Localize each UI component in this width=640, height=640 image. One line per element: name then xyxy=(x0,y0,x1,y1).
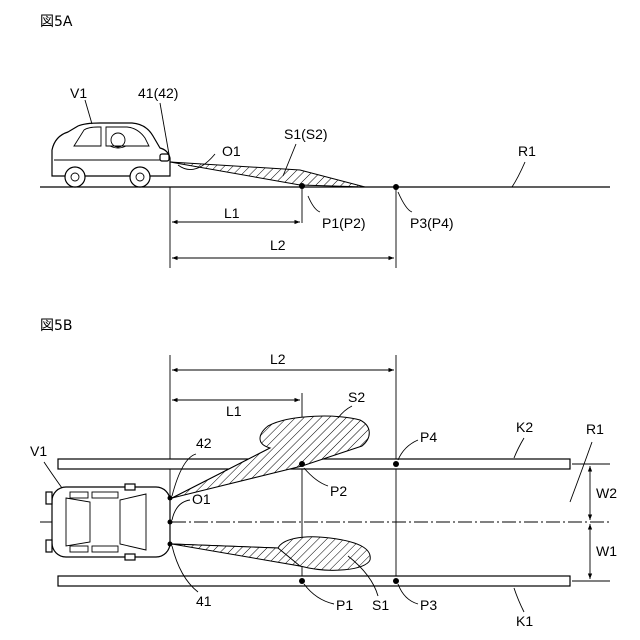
point-p4-leader xyxy=(398,440,418,460)
lane-line-upper-leader xyxy=(514,438,524,458)
road-label: R1 xyxy=(518,143,536,159)
point-far-label: P3(P4) xyxy=(410,215,454,231)
origin-label: O1 xyxy=(222,143,241,159)
sensor-right-label: 41 xyxy=(196,593,212,609)
vehicle-label: V1 xyxy=(70,85,87,101)
point-p3-marker xyxy=(393,578,399,584)
point-p1-label: P1 xyxy=(336,597,353,613)
detection-region-side xyxy=(170,162,365,187)
point-p4-label: P4 xyxy=(420,429,437,445)
figure-5b: 図5B L2 L1 xyxy=(30,318,617,629)
point-p2-leader xyxy=(304,468,328,486)
point-p3-label: P3 xyxy=(420,597,437,613)
mirror-left xyxy=(125,484,135,490)
vehicle-side-icon xyxy=(52,123,170,187)
sensor-left-marker xyxy=(168,496,173,501)
road-leader xyxy=(512,162,525,187)
figure-5b-title: 図5B xyxy=(40,318,73,334)
origin-label-b: O1 xyxy=(192,491,211,507)
point-p2-label: P2 xyxy=(330,483,347,499)
width-upper-label: W2 xyxy=(596,485,617,501)
point-far-leader xyxy=(398,192,412,212)
figure-5a: 図5A V1 41(42) O1 S1(S2) R1 xyxy=(40,14,610,268)
point-p2-marker xyxy=(299,461,305,467)
vehicle-leader xyxy=(85,100,92,124)
point-near-leader xyxy=(308,196,320,212)
dist-1-label: L1 xyxy=(224,205,240,221)
vehicle-label-b: V1 xyxy=(30,443,47,459)
figure-5a-title: 図5A xyxy=(40,14,73,30)
region-lower-label: S1 xyxy=(372,597,389,613)
region-label: S1(S2) xyxy=(284,126,328,142)
tail-left xyxy=(46,492,52,504)
dist-1-label-b: L1 xyxy=(226,403,242,419)
point-p1-leader xyxy=(304,584,334,604)
point-p1-marker xyxy=(299,578,305,584)
sensor-right-marker xyxy=(168,542,173,547)
dist-2-label: L2 xyxy=(270,237,286,253)
dist-2-label-b: L2 xyxy=(270,351,286,367)
lane-line-upper-label: K2 xyxy=(516,419,533,435)
lane-line-lower-leader xyxy=(514,588,524,612)
sensor-left-label: 42 xyxy=(196,435,212,451)
origin-marker xyxy=(168,520,173,525)
road-leader-b xyxy=(570,442,592,502)
lane-line-lower-label: K1 xyxy=(516,613,533,629)
road-label-b: R1 xyxy=(586,421,604,437)
point-p3-leader xyxy=(398,584,418,604)
point-p4-marker xyxy=(393,461,399,467)
mirror-right xyxy=(125,554,135,560)
origin-leader-b xyxy=(172,500,190,520)
vehicle-top-icon xyxy=(46,484,170,560)
lane-line-lower xyxy=(58,576,570,586)
width-lower-label: W1 xyxy=(596,543,617,559)
sensor-label: 41(42) xyxy=(138,85,178,101)
region-upper-label: S2 xyxy=(348,389,365,405)
tail-right xyxy=(46,540,52,552)
point-near-label: P1(P2) xyxy=(322,215,366,231)
